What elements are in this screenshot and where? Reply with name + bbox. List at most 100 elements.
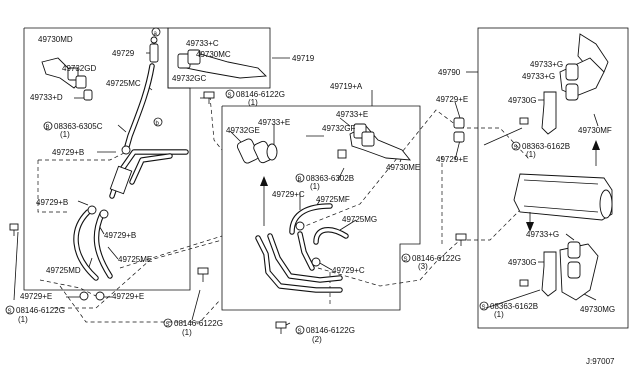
- part-labels: 49730MD 49729 49733+C 49730MC 49719 4973…: [5, 35, 615, 366]
- label-49729b-3: 49729+B: [104, 231, 136, 240]
- hose-49725md: [73, 209, 99, 281]
- label-49725mg: 49725MG: [342, 215, 377, 224]
- label-49725mc: 49725MC: [106, 79, 141, 88]
- label-08363-6305c: 08363-6305C: [54, 122, 103, 131]
- leader-lines: [13, 52, 599, 327]
- circle-markers: a b: [151, 27, 163, 127]
- label-49733c: 49733+C: [186, 39, 219, 48]
- label-49732ge: 49732GE: [226, 126, 260, 135]
- label-49729b-2: 49729+B: [36, 198, 68, 207]
- bolt-08146-right: [455, 233, 467, 246]
- label-49730g-1: 49730G: [508, 96, 536, 105]
- label-08146-left-qty: (1): [18, 315, 28, 324]
- label-49730g-2: 49730G: [508, 258, 536, 267]
- label-49725me: 49725ME: [118, 255, 152, 264]
- svg-text:S: S: [166, 322, 170, 328]
- hose-49725mg: [313, 227, 349, 245]
- label-49729e-1: 49729+E: [20, 292, 52, 301]
- hose-49725mf: [289, 203, 333, 235]
- label-49730md: 49730MD: [38, 35, 73, 44]
- label-49730mf: 49730MF: [578, 126, 612, 135]
- svg-text:B: B: [298, 177, 302, 183]
- label-49729c-1: 49729+C: [272, 190, 305, 199]
- svg-text:S: S: [404, 257, 408, 263]
- label-08363-6162b-2-qty: (1): [494, 310, 504, 319]
- arrow-up-middle: [260, 176, 268, 226]
- frame-49790: [477, 27, 629, 329]
- arrow-up-right: [592, 140, 600, 166]
- label-49733d: 49733+D: [30, 93, 63, 102]
- label-49729e-4: 49729+E: [436, 155, 468, 164]
- label-08146-right-qty: (3): [418, 262, 428, 271]
- bracket-upper-49790: [559, 33, 609, 101]
- hose-49725me: [93, 211, 113, 279]
- label-08146-right: 08146-6122G: [412, 254, 461, 263]
- label-49732gd: 49732GD: [62, 64, 96, 73]
- label-49729e-3: 49729+E: [436, 95, 468, 104]
- bracket-49730g-upper: [541, 91, 557, 135]
- svg-text:b: b: [156, 121, 160, 127]
- svg-text:S: S: [298, 329, 302, 335]
- bracket-49730mc: [177, 49, 268, 79]
- label-49730me: 49730ME: [386, 163, 420, 172]
- svg-text:S: S: [228, 93, 232, 99]
- clips-49729e-right: [453, 117, 465, 143]
- diagram-code: J:97007: [586, 357, 615, 366]
- clamp-49729b: [87, 145, 131, 219]
- svg-text:a: a: [154, 31, 158, 37]
- pipe-49719a: [255, 231, 343, 293]
- label-49729e-2: 49729+E: [112, 292, 144, 301]
- bolt-08146-left: [9, 223, 19, 236]
- label-08146-bottom: 08146-6122G: [306, 326, 355, 335]
- bracket-49730md: [41, 57, 93, 101]
- label-49733e-a: 49733+E: [258, 118, 290, 127]
- bracket-49730g-lower: [541, 251, 557, 297]
- label-49725md: 49725MD: [46, 266, 81, 275]
- clamp-49729c: [295, 221, 321, 267]
- clip-49729-top: [149, 36, 159, 63]
- label-08146-bottom-left-qty: (1): [182, 328, 192, 337]
- bolt-08363-right: [519, 117, 529, 287]
- label-08146-left: 08146-6122G: [16, 306, 65, 315]
- label-49790: 49790: [438, 68, 461, 77]
- label-49733g-3: 49733+G: [526, 230, 559, 239]
- frame-49719a: [221, 105, 421, 311]
- label-08146-top-qty: (1): [248, 98, 258, 107]
- label-49733g-2: 49733+G: [522, 72, 555, 81]
- frame-49719: [23, 27, 271, 291]
- svg-text:B: B: [46, 125, 50, 131]
- label-08363-6305c-qty: (1): [60, 130, 70, 139]
- label-08363-6162b-2: 08363-6162B: [490, 302, 538, 311]
- bracket-49730me: [337, 123, 412, 161]
- label-08146-bottom-qty: (2): [312, 335, 322, 344]
- label-49733e-b: 49733+E: [336, 110, 368, 119]
- label-49730mc: 49730MC: [196, 50, 231, 59]
- label-49729c-2: 49729+C: [332, 266, 365, 275]
- hose-49725mc: [123, 63, 155, 153]
- label-08363-6302b: 08363-6302B: [306, 174, 354, 183]
- label-08363-6162b-1-qty: (1): [526, 150, 536, 159]
- label-49732gf: 49732GF: [322, 124, 355, 133]
- arrow-down-right: [526, 212, 534, 232]
- cooler-49790: [513, 173, 613, 221]
- label-49725mf: 49725MF: [316, 195, 350, 204]
- label-49719a: 49719+A: [330, 82, 363, 91]
- svg-text:S: S: [514, 145, 518, 151]
- bracket-49730mg: [559, 241, 599, 301]
- label-49730mg: 49730MG: [580, 305, 615, 314]
- label-08363-6302b-qty: (1): [310, 182, 320, 191]
- label-49733g-1: 49733+G: [530, 60, 563, 69]
- bolt-08146-bottom-left: [197, 267, 209, 282]
- label-08363-6162b-1: 08363-6162B: [522, 142, 570, 151]
- label-49719: 49719: [292, 54, 315, 63]
- pipe-49719: [109, 149, 189, 199]
- svg-text:S: S: [482, 305, 486, 311]
- bolt-08146-bottom: [275, 321, 287, 334]
- bushing-49732ge: [236, 138, 278, 164]
- label-49729: 49729: [112, 49, 135, 58]
- bolt-08146-top: [203, 91, 215, 104]
- label-08146-bottom-left: 08146-6122G: [174, 319, 223, 328]
- svg-text:S: S: [8, 309, 12, 315]
- label-49732gc: 49732GC: [172, 74, 206, 83]
- label-49729b-1: 49729+B: [52, 148, 84, 157]
